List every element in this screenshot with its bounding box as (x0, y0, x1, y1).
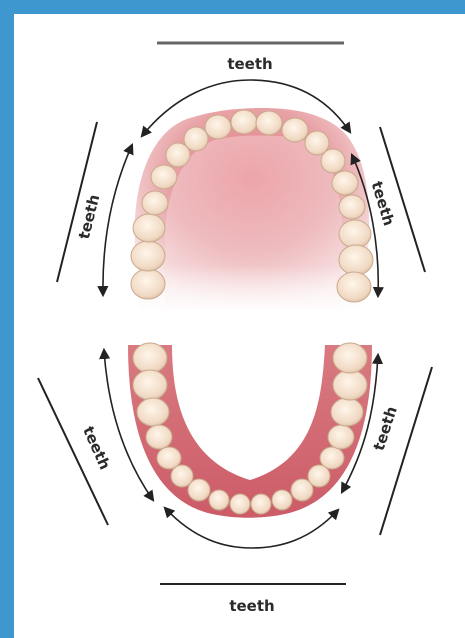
upper-arch (130, 108, 375, 315)
upper-left-arrow (103, 145, 132, 295)
label-bottom: teeth (229, 597, 274, 615)
lower-right-line (380, 367, 432, 535)
label-top: teeth (227, 55, 272, 73)
label-lower-left: teeth (79, 424, 114, 473)
label-upper-left: teeth (75, 193, 103, 241)
lower-arch (128, 343, 372, 518)
label-lower-right: teeth (370, 404, 401, 453)
